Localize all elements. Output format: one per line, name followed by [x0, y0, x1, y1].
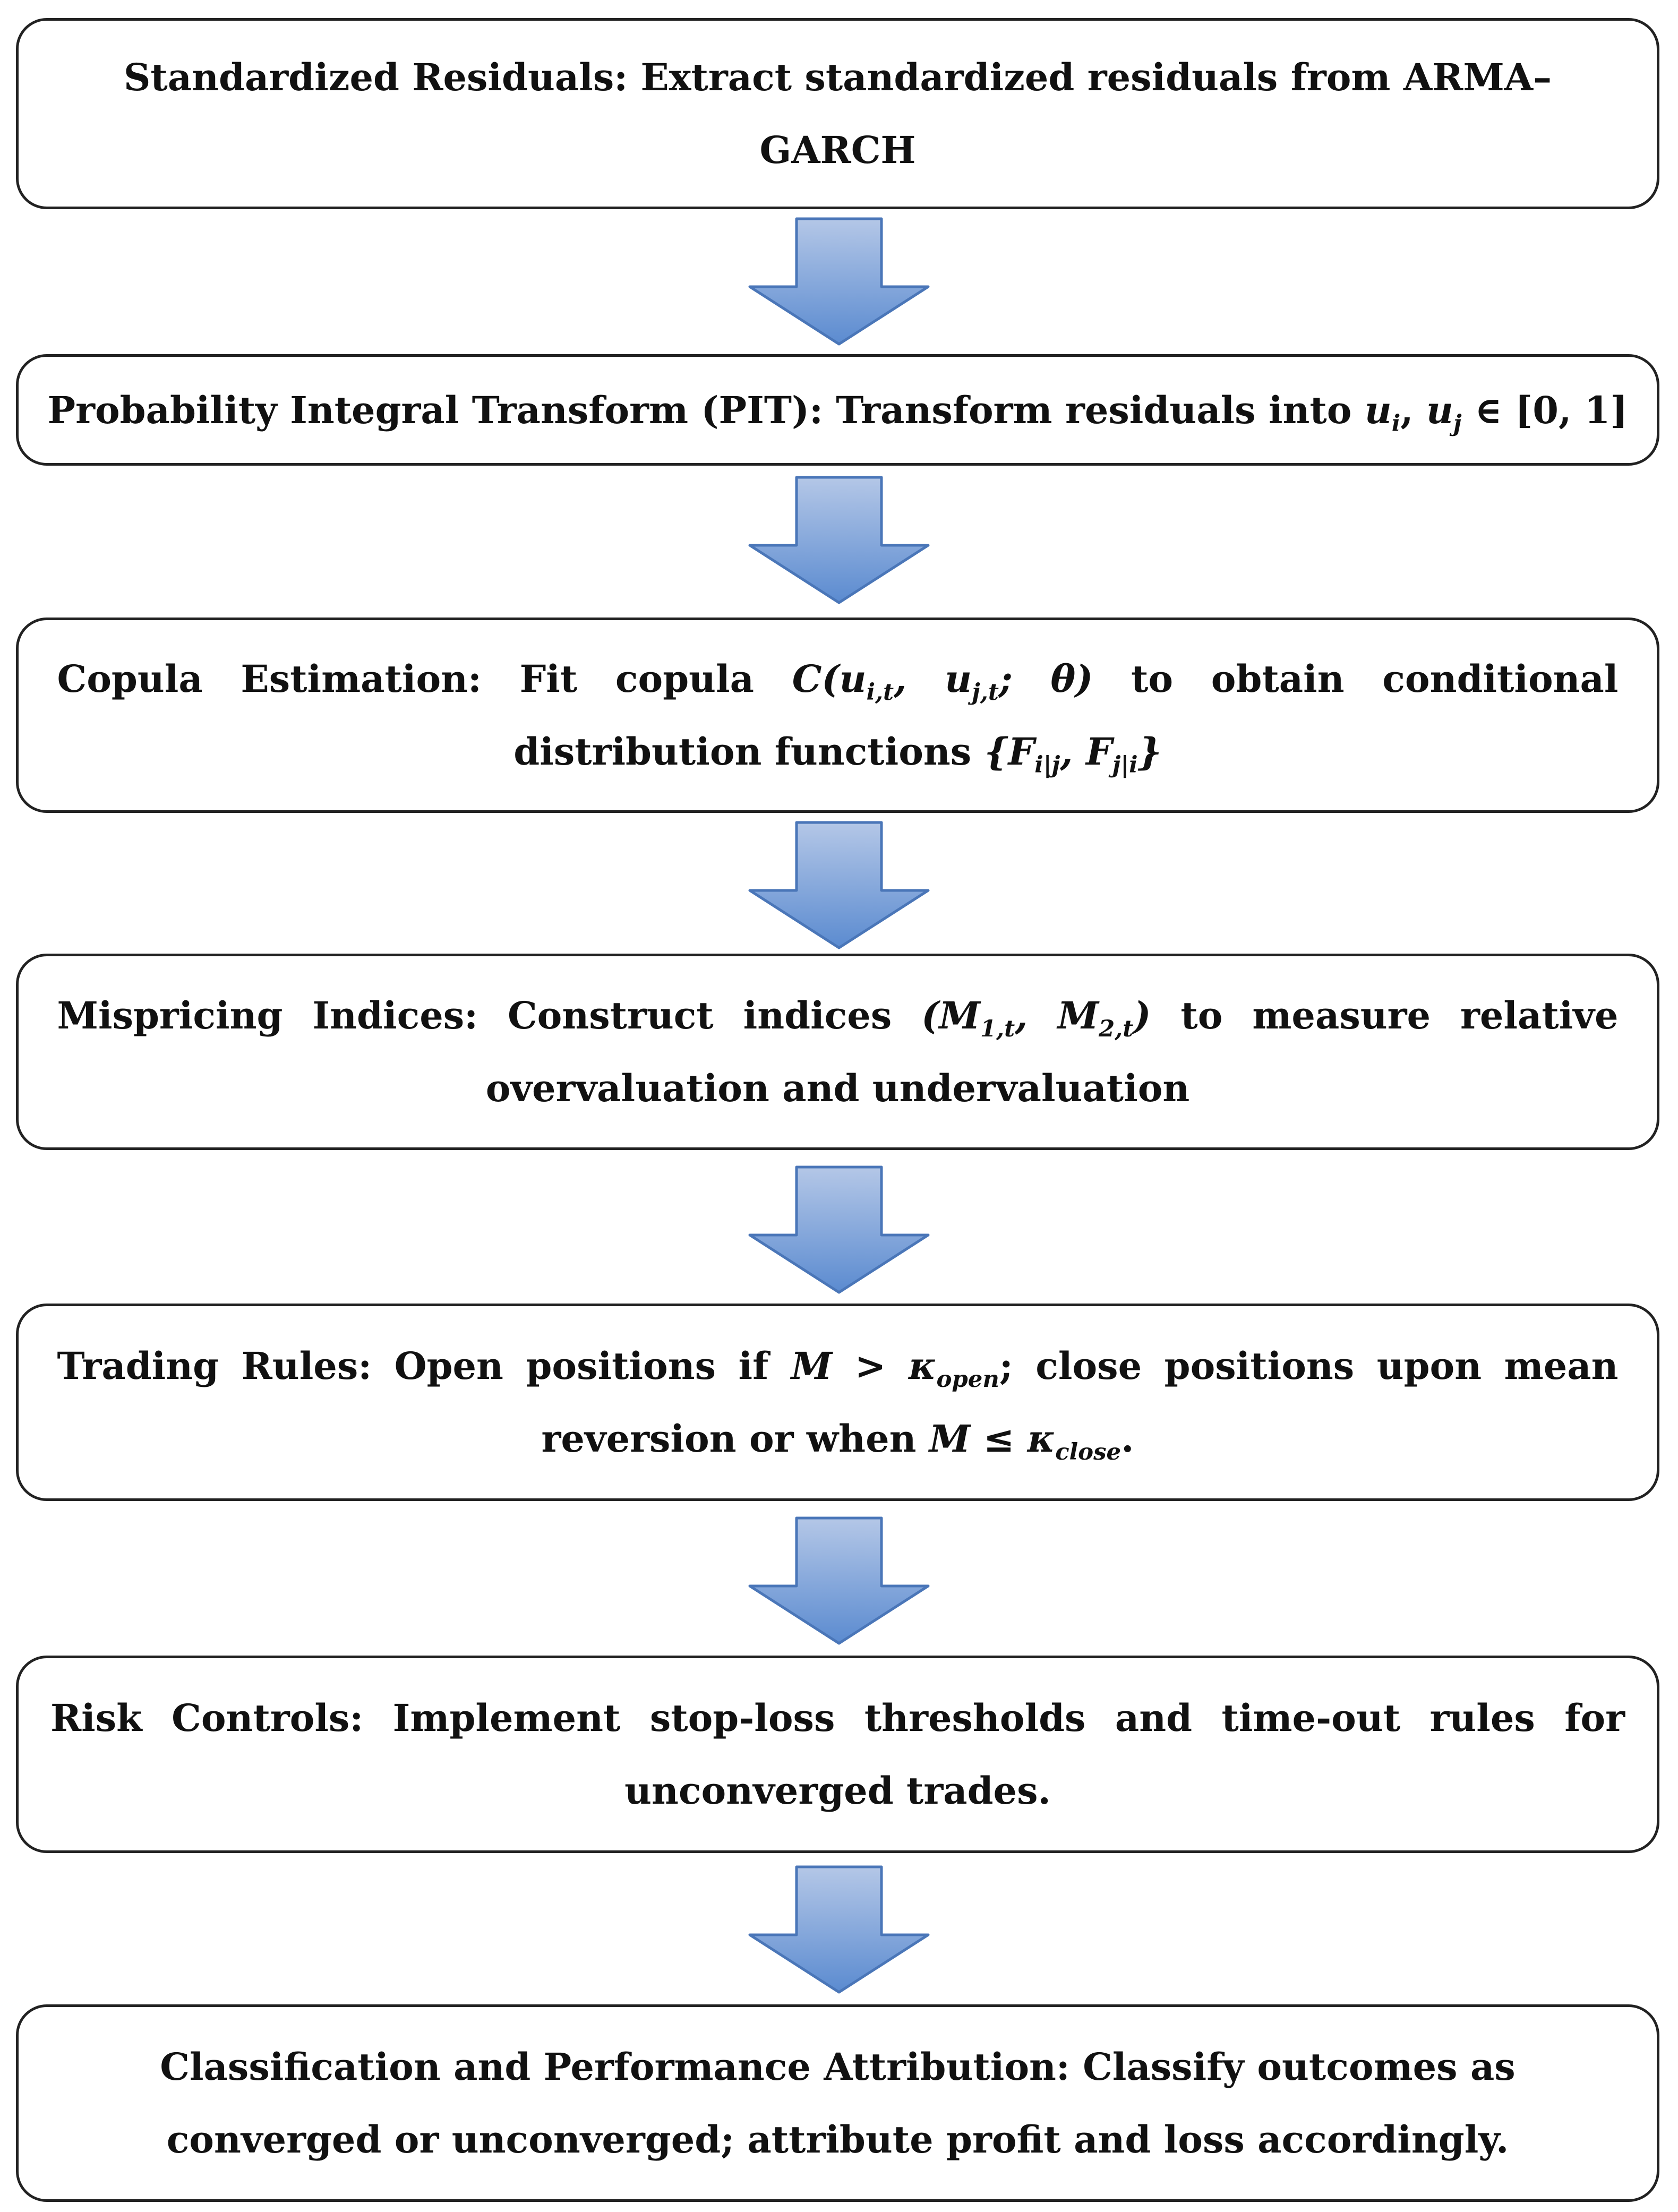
step-label: Probability Integral Transform (PIT): Tr… — [28, 374, 1647, 447]
flowchart-step-standardized-residuals: Standardized Residuals: Extract standard… — [16, 18, 1659, 209]
step-text-before: Copula Estimation: Fit copula — [57, 657, 792, 701]
math-expression-conditional-distributions: {Fi|j, Fj|i} — [984, 730, 1162, 779]
down-arrow-icon — [743, 1516, 935, 1646]
math-expression-open-threshold: M > κopen — [791, 1344, 999, 1393]
step-label: Risk Controls: Implement stop-loss thres… — [50, 1696, 1625, 1813]
down-arrow-icon — [743, 1865, 935, 1995]
down-arrow-icon — [743, 1165, 935, 1295]
step-text-middle: to obtain conditional distribution funct… — [513, 657, 1619, 774]
step-text-before: Mispricing Indices: Construct indices — [57, 993, 922, 1038]
step-label: Mispricing Indices: Construct indices (M… — [25, 979, 1650, 1125]
flowchart-step-mispricing-indices: Mispricing Indices: Construct indices (M… — [16, 954, 1659, 1150]
step-text-middle: ; close positions upon mean reversion or… — [541, 1344, 1619, 1461]
flowchart-step-trading-rules: Trading Rules: Open positions if M > κop… — [16, 1304, 1659, 1501]
step-text-after: to measure relative overvaluation and un… — [485, 993, 1619, 1110]
step-text-before: Probability Integral Transform (PIT): Tr… — [47, 388, 1365, 432]
step-text-before: Trading Rules: Open positions if — [57, 1344, 791, 1388]
math-expression-copula: C(ui,t, uj,t; θ) — [792, 657, 1093, 706]
step-label: Classification and Performance Attributi… — [160, 2045, 1516, 2162]
math-expression-mispricing-indices: (M1,t, M2,t) — [921, 993, 1151, 1043]
step-text-after: . — [1121, 1417, 1134, 1461]
arrow-shape — [748, 1865, 930, 1994]
flowchart-step-copula-estimation: Copula Estimation: Fit copula C(ui,t, uj… — [16, 618, 1659, 813]
arrow-shape — [748, 476, 930, 604]
arrow-shape — [748, 821, 930, 949]
math-expression-close-threshold: M ≤ κclose — [929, 1417, 1121, 1466]
flowchart-step-classification-and-performance-attribution: Classification and Performance Attributi… — [16, 2004, 1659, 2202]
down-arrow-icon — [743, 475, 935, 605]
arrow-shape — [748, 1516, 930, 1645]
step-label: Copula Estimation: Fit copula C(ui,t, uj… — [25, 642, 1650, 788]
step-label: Standardized Residuals: Extract standard… — [123, 55, 1552, 172]
down-arrow-icon — [743, 820, 935, 950]
arrow-shape — [748, 1165, 930, 1294]
flowchart-step-risk-controls: Risk Controls: Implement stop-loss thres… — [16, 1656, 1659, 1853]
step-label: Trading Rules: Open positions if M > κop… — [25, 1330, 1650, 1475]
flowchart-step-probability-integral-transform: Probability Integral Transform (PIT): Tr… — [16, 354, 1659, 466]
arrow-shape — [748, 217, 930, 346]
math-expression-u-i-u-j: ui, uj ∈ [0, 1] — [1364, 388, 1628, 437]
down-arrow-icon — [743, 217, 935, 347]
